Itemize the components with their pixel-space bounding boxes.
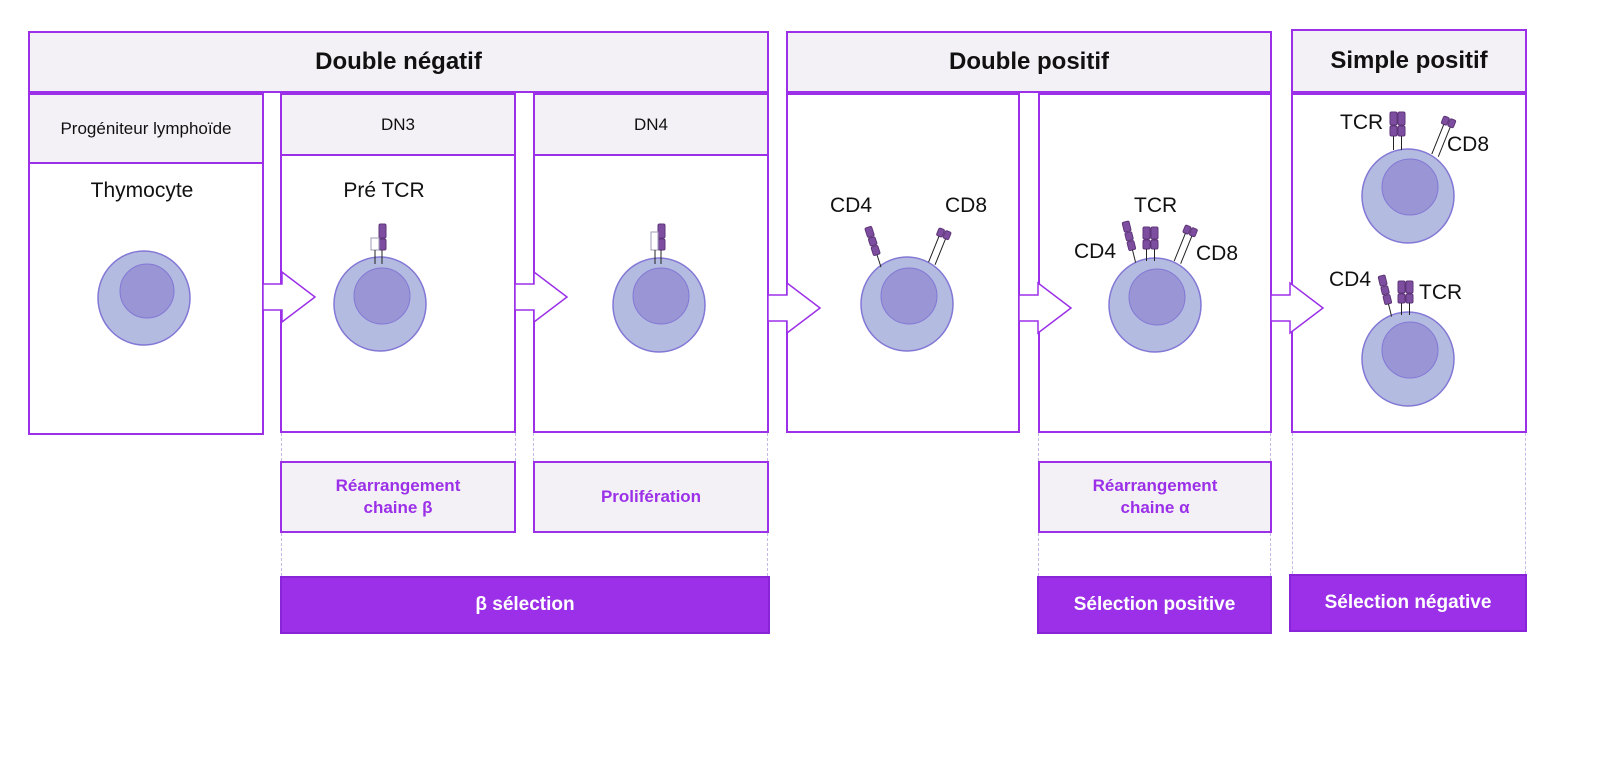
dn4-cell — [612, 257, 706, 353]
tcr-receptor-icon — [1142, 226, 1159, 261]
process-rearrangement-beta: Réarrangement chaine β — [280, 461, 516, 533]
stage-title: Simple positif — [1330, 47, 1488, 74]
cd8-label: CD8 — [945, 194, 988, 217]
double-positif-tcr-cell — [1108, 257, 1202, 353]
pre-tcr-receptor-icon — [370, 223, 387, 264]
stage-title: Double positif — [949, 48, 1109, 75]
cd8-label: CD8 — [1196, 242, 1239, 265]
substage-header-dn3: DN3 — [280, 93, 516, 156]
dn3-cell — [333, 256, 427, 352]
substage-header-dn4: DN4 — [533, 93, 769, 156]
cd4-label: CD4 — [1074, 240, 1117, 263]
positive-selection-bar: Sélection positive — [1037, 576, 1272, 634]
beta-selection-bar: β sélection — [280, 576, 770, 634]
cd8-receptor-icon — [1173, 224, 1198, 264]
guide-line — [1525, 433, 1526, 574]
negative-selection-bar: Sélection négative — [1289, 574, 1527, 632]
thymocyte-cell — [97, 250, 191, 346]
process-proliferation: Prolifération — [533, 461, 769, 533]
cd8-label: CD8 — [1447, 133, 1490, 156]
guide-line — [1292, 433, 1293, 574]
cd8-single-positive-cell — [1361, 148, 1455, 244]
pre-tcr-receptor-icon — [650, 223, 666, 264]
tcr-receptor-icon — [1389, 111, 1406, 150]
tcr-label: TCR — [1134, 194, 1178, 217]
substage-title: DN4 — [633, 114, 668, 134]
substage-header-progeniteur: Progéniteur lymphoïde — [28, 93, 264, 164]
guide-line — [533, 433, 534, 461]
cd4-receptor-icon — [864, 225, 882, 268]
tcr-label: TCR — [1419, 281, 1463, 304]
cd4-label: CD4 — [1329, 268, 1372, 291]
cd8-receptor-icon — [1431, 115, 1457, 157]
stage-header-double-negatif: Double négatif — [28, 31, 769, 93]
substage-title: DN3 — [380, 114, 415, 134]
cd4-receptor-icon — [1121, 220, 1137, 263]
tcr-label: TCR — [1340, 111, 1384, 134]
cd4-label: CD4 — [830, 194, 873, 217]
pre-tcr-label: Pré TCR — [343, 179, 425, 202]
cd4-single-positive-cell — [1361, 311, 1455, 407]
guide-line — [515, 433, 516, 461]
arrow-right-icon — [262, 270, 317, 324]
stage-header-simple-positif: Simple positif — [1291, 29, 1527, 93]
thymocyte-label: Thymocyte — [90, 179, 194, 202]
substage-title: Progéniteur lymphoïde — [60, 118, 232, 138]
tcr-receptor-icon — [1397, 280, 1414, 315]
arrow-right-icon — [1018, 281, 1073, 335]
arrow-right-icon — [767, 281, 822, 335]
stage-title: Double négatif — [315, 48, 482, 75]
cd8-receptor-icon — [928, 227, 952, 266]
arrow-right-icon — [514, 270, 569, 324]
arrow-right-icon — [1270, 281, 1325, 335]
process-rearrangement-alpha: Réarrangement chaine α — [1038, 461, 1272, 533]
double-positif-cell — [860, 256, 954, 352]
stage-header-double-positif: Double positif — [786, 31, 1272, 93]
cd4-receptor-icon — [1377, 274, 1393, 317]
